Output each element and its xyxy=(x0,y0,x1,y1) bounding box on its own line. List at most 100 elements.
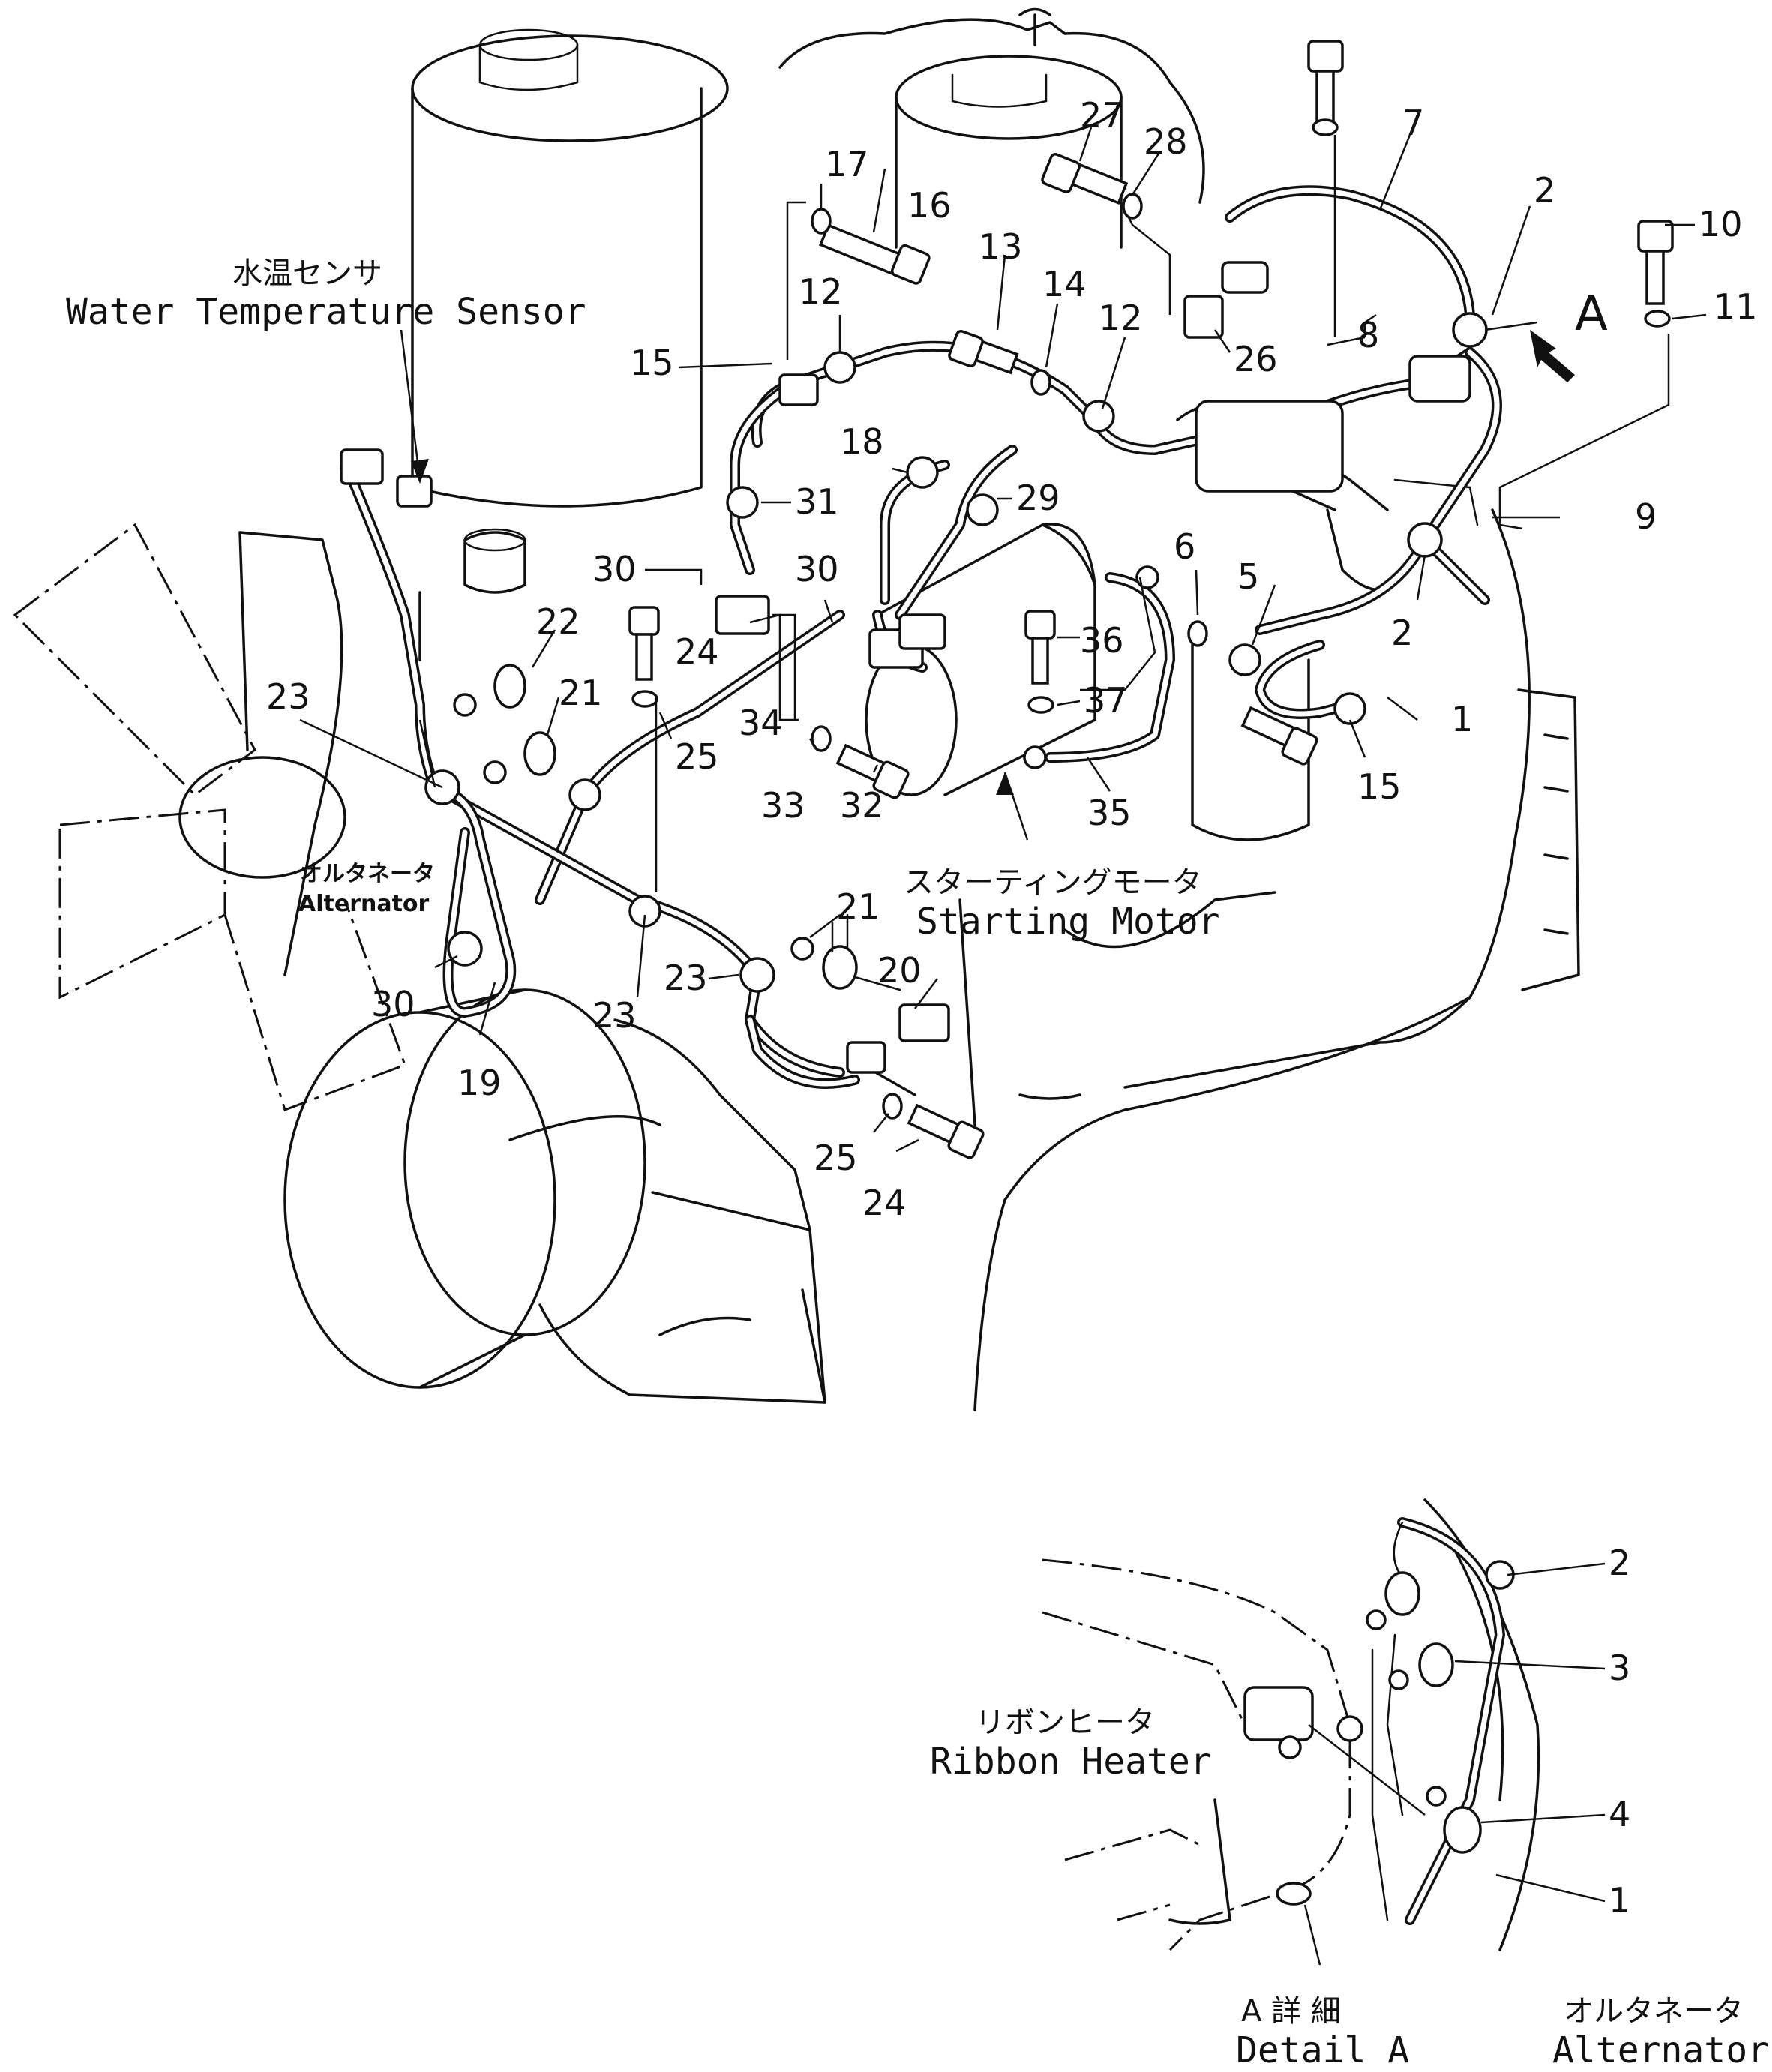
callout-30c: 30 xyxy=(371,984,415,1024)
detail-marker-a: A xyxy=(1575,286,1608,342)
cap-21b xyxy=(822,945,858,990)
washer-14 xyxy=(1030,369,1051,396)
callout-15b: 15 xyxy=(1357,766,1402,807)
callout-32: 32 xyxy=(840,785,884,826)
ribbon-heater-label-jp: リボンヒータ xyxy=(975,1705,1155,1740)
alternator-label: Alternator xyxy=(298,891,430,917)
callout-25a: 25 xyxy=(675,736,719,777)
callout-6: 6 xyxy=(1174,526,1195,567)
terminal-21b xyxy=(790,937,814,961)
clamp-5 xyxy=(1228,643,1261,676)
clamp-12b xyxy=(1082,400,1115,433)
callout-10: 10 xyxy=(1699,204,1743,244)
terminal-a xyxy=(453,693,477,717)
starting-motor-label: Starting Motor xyxy=(916,901,1220,943)
callout-7: 7 xyxy=(1402,103,1424,143)
detail-callout-1: 1 xyxy=(1609,1880,1630,1921)
cap-21a xyxy=(523,731,556,776)
water-temp-sensor xyxy=(396,475,433,508)
callout-31: 31 xyxy=(795,481,839,522)
detail-cap-4 xyxy=(1443,1806,1482,1854)
engine-outline xyxy=(13,7,1580,1411)
bolt-top xyxy=(1307,40,1344,125)
washer-33 xyxy=(811,725,832,752)
detail-a-title: Detail A xyxy=(1236,2029,1409,2071)
detail-callout-4: 4 xyxy=(1609,1794,1630,1834)
bolt-5 xyxy=(1240,706,1318,766)
washer-37 xyxy=(1027,696,1054,714)
oil-filter xyxy=(895,55,1123,249)
bolt-13 xyxy=(948,329,1019,375)
clamp-23c xyxy=(739,957,775,993)
connector-15 xyxy=(778,373,819,406)
washer-11 xyxy=(1644,310,1671,328)
callout-27: 27 xyxy=(1080,95,1124,136)
parts xyxy=(340,40,1674,1159)
detail-cap-3 xyxy=(1418,1642,1454,1687)
washer-25b xyxy=(882,1093,903,1120)
detail-terminal-d xyxy=(1336,1715,1363,1742)
radiator-fan xyxy=(13,523,406,1111)
callout-11: 11 xyxy=(1714,286,1758,327)
callout-34: 34 xyxy=(739,703,783,743)
clamp-2a xyxy=(1452,312,1488,348)
bolt-36 xyxy=(1024,610,1056,685)
callout-12a: 12 xyxy=(799,271,843,312)
callout-26: 26 xyxy=(1234,339,1278,379)
callout-12b: 12 xyxy=(1099,298,1143,338)
callout-14: 14 xyxy=(1042,264,1087,304)
washer-6 xyxy=(1187,620,1208,647)
alternator-label-jp: オルタネータ xyxy=(300,861,435,887)
clamp-12a xyxy=(823,351,856,384)
clamp-2b xyxy=(1407,522,1443,558)
clamp-23b xyxy=(628,895,661,928)
controller-box xyxy=(1195,400,1344,493)
callout-23a: 23 xyxy=(266,676,310,717)
callout-21a: 21 xyxy=(559,673,603,713)
callout-13: 13 xyxy=(979,226,1023,267)
connector-26 xyxy=(1183,295,1224,339)
fuel-filter xyxy=(411,28,729,508)
callout-17: 17 xyxy=(825,144,869,184)
detail-a-arrow xyxy=(1530,330,1575,382)
callout-20: 20 xyxy=(877,950,922,991)
water-temp-arrow xyxy=(411,459,429,484)
callout-33: 33 xyxy=(761,785,805,826)
callout-23c: 23 xyxy=(592,995,637,1036)
connector-34 xyxy=(715,595,770,635)
connector-7 xyxy=(1221,261,1269,294)
cap-22 xyxy=(493,664,526,709)
bolt-10 xyxy=(1637,220,1674,305)
detail-alternator-label: Alternator xyxy=(1552,2029,1769,2071)
callout-29: 29 xyxy=(1016,478,1060,518)
detail-terminal-c xyxy=(1426,1786,1447,1807)
callout-9: 9 xyxy=(1635,496,1657,537)
starting-motor-arrow xyxy=(996,772,1014,795)
callout-24b: 24 xyxy=(862,1183,907,1223)
bolt-16 xyxy=(818,223,931,285)
clamp-15b xyxy=(1333,692,1366,725)
water-temp-sensor-label-jp: 水温センサ xyxy=(232,256,382,291)
callout-15a: 15 xyxy=(630,343,674,383)
callout-19: 19 xyxy=(457,1063,502,1103)
detail-callout-2: 2 xyxy=(1609,1543,1630,1583)
detail-cap-a xyxy=(1384,1571,1420,1616)
crank-pulley xyxy=(283,988,646,1389)
clamp-30c xyxy=(447,931,483,967)
callout-25b: 25 xyxy=(814,1138,858,1178)
washer-17 xyxy=(811,208,832,235)
water-temp-sensor-connector xyxy=(340,448,384,485)
washer-25a xyxy=(631,690,658,708)
detail-alternator-label-jp: オルタネータ xyxy=(1564,1994,1744,2029)
callout-23b: 23 xyxy=(664,958,708,998)
ribbon-heater-relay xyxy=(1408,355,1471,403)
callout-5: 5 xyxy=(1237,556,1259,597)
connector-lower xyxy=(846,1041,886,1074)
clamp-31 xyxy=(726,486,759,519)
text-labels: 水温センサ Water Temperature Sensor オルタネータ Al… xyxy=(66,256,1608,943)
starting-motor-label-jp: スターティングモータ xyxy=(904,865,1202,900)
callout-21b: 21 xyxy=(836,886,880,927)
bolt-24b xyxy=(907,1103,985,1159)
detail-a-view: 2 3 4 1 リボンヒータ Ribbon Heater A 詳 細 Detai… xyxy=(930,1498,1769,2071)
